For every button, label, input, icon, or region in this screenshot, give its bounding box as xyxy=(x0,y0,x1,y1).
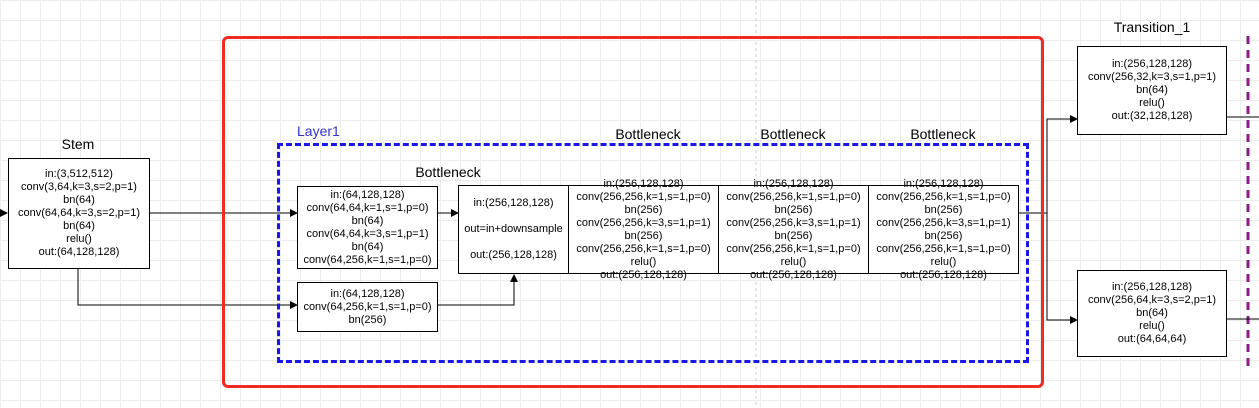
bottleneck-block-4: in:(256,128,128)conv(256,256,k=1,s=1,p=0… xyxy=(868,178,1019,281)
transition-lower-block: in:(256,128,128)conv(256,64,k=3,s=2,p=1)… xyxy=(1077,270,1227,357)
box-text-line: bn(256) xyxy=(348,313,387,326)
box-text-line: in:(256,128,128) xyxy=(903,177,984,190)
box-text-line: out:(256,128,128) xyxy=(750,268,837,281)
box-text-line: conv(256,256,k=3,s=1,p=1) xyxy=(876,216,1011,229)
box-text-line: in:(64,128,128) xyxy=(330,287,405,300)
box-text-line: in:(256,128,128) xyxy=(1111,58,1193,70)
box-text-line: conv(256,256,k=3,s=1,p=1) xyxy=(576,216,711,229)
box-text-line: in:(64,128,128) xyxy=(330,188,405,201)
stem-block: in:(3,512,512)conv(3,64,k=3,s=2,p=1)bn(6… xyxy=(8,158,150,269)
box-text-line: in:(3,512,512) xyxy=(45,168,113,180)
residual-merge-block: in:(256,128,128) out=in+downsample out:(… xyxy=(458,185,569,274)
box-text-line: conv(64,64,k=1,s=1,p=0) xyxy=(306,201,429,214)
box-text-line: bn(256) xyxy=(624,203,663,216)
downsample-block: in:(64,128,128)conv(64,256,k=1,s=1,p=0)b… xyxy=(297,282,438,332)
transition-title: Transition_1 xyxy=(1113,19,1191,35)
box-text-line: bn(256) xyxy=(624,229,663,242)
box-text-line xyxy=(512,236,515,249)
box-text-line: out:(256,128,128) xyxy=(600,268,687,281)
box-text-line: bn(64) xyxy=(63,194,95,206)
box-text-line: out=in+downsample xyxy=(464,223,563,235)
box-text-line: conv(64,64,k=3,s=1,p=1) xyxy=(306,227,429,240)
layer1-label: Layer1 xyxy=(297,123,340,139)
box-text-line xyxy=(512,210,515,223)
box-text-line: relu() xyxy=(66,233,92,245)
bottleneck-title-first: Bottleneck xyxy=(415,164,481,180)
box-text-line: bn(64) xyxy=(1136,307,1168,319)
layer1-group xyxy=(277,143,1029,363)
box-text-line: in:(256,128,128) xyxy=(473,197,554,209)
bottleneck-block-2: in:(256,128,128)conv(256,256,k=1,s=1,p=0… xyxy=(568,178,719,281)
bottleneck-block-3: in:(256,128,128)conv(256,256,k=1,s=1,p=0… xyxy=(718,178,869,281)
box-text-line: conv(256,256,k=1,s=1,p=0) xyxy=(876,242,1011,255)
box-text-line: conv(64,256,k=1,s=1,p=0) xyxy=(303,253,432,266)
box-text-line: in:(256,128,128) xyxy=(1111,281,1193,293)
box-text-line: out:(256,128,128) xyxy=(900,268,987,281)
downsample-to-merge-wire xyxy=(438,274,518,306)
box-text-line: bn(256) xyxy=(774,229,813,242)
bottleneck-title-3: Bottleneck xyxy=(760,126,826,142)
box-text-line: conv(256,64,k=3,s=2,p=1) xyxy=(1087,294,1217,306)
box-text-line: bn(256) xyxy=(924,229,963,242)
bottleneck-main-path: in:(64,128,128)conv(64,64,k=1,s=1,p=0)bn… xyxy=(297,186,438,269)
box-text-line: out:(64,64,64) xyxy=(1117,333,1187,345)
box-text-line: out:(256,128,128) xyxy=(470,249,557,261)
box-text-line: conv(256,256,k=1,s=1,p=0) xyxy=(876,190,1011,203)
box-text-line: conv(256,256,k=1,s=1,p=0) xyxy=(576,190,711,203)
box-text-line: conv(256,256,k=1,s=1,p=0) xyxy=(576,242,711,255)
box-text-line: bn(64) xyxy=(351,214,384,227)
box-text-line: relu() xyxy=(930,255,957,268)
bottleneck-title-2: Bottleneck xyxy=(615,126,681,142)
box-text-line: conv(256,256,k=3,s=1,p=1) xyxy=(726,216,861,229)
box-text-line: conv(64,256,k=1,s=1,p=0) xyxy=(303,300,432,313)
box-text-line: bn(64) xyxy=(63,220,95,232)
stem-title: Stem xyxy=(61,136,95,152)
box-text-line: conv(64,64,k=3,s=2,p=1) xyxy=(18,207,140,219)
box-text-line: bn(256) xyxy=(924,203,963,216)
box-text-line: bn(256) xyxy=(774,203,813,216)
box-text-line: bn(64) xyxy=(1136,84,1168,96)
box-text-line: out:(32,128,128) xyxy=(1111,110,1193,122)
transition-upper-block: in:(256,128,128)conv(256,32,k=3,s=1,p=1)… xyxy=(1077,46,1227,135)
highlight-frame xyxy=(222,36,1044,388)
to-transition-lower-wire xyxy=(1046,213,1078,324)
bottleneck-title-4: Bottleneck xyxy=(910,126,976,142)
box-text-line: conv(256,256,k=1,s=1,p=0) xyxy=(726,190,861,203)
box-text-line: relu() xyxy=(780,255,807,268)
box-text-line: in:(256,128,128) xyxy=(753,177,834,190)
box-text-line: out:(64,128,128) xyxy=(38,246,120,258)
box-text-line: in:(256,128,128) xyxy=(603,177,684,190)
box-text-line: relu() xyxy=(630,255,657,268)
box-text-line: relu() xyxy=(1139,320,1165,332)
box-text-line: conv(3,64,k=3,s=2,p=1) xyxy=(21,181,137,193)
box-text-line: conv(256,256,k=1,s=1,p=0) xyxy=(726,242,861,255)
box-text-line: conv(256,32,k=3,s=1,p=1) xyxy=(1087,71,1217,83)
box-text-line: bn(64) xyxy=(351,240,384,253)
to-transition-upper-wire xyxy=(1046,115,1078,213)
box-text-line: relu() xyxy=(1139,97,1165,109)
